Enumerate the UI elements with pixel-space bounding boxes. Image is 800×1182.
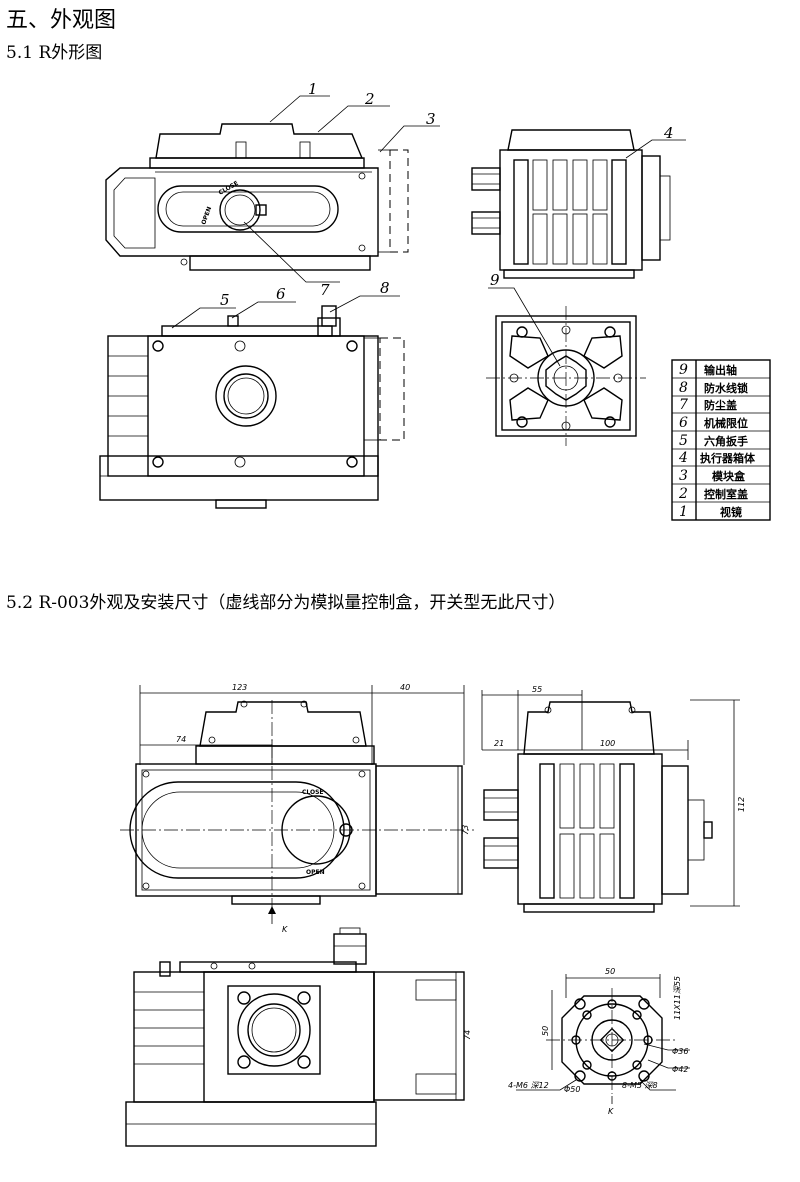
section-title: 五、外观图 — [6, 8, 117, 33]
legend-name-5: 六角扳手 — [704, 434, 748, 448]
legend-name-1: 视镜 — [720, 505, 742, 519]
dim-50-top: 50 — [605, 967, 615, 976]
dial-close-label: CLOSE — [302, 789, 324, 796]
legend-no-4: 4 — [678, 450, 688, 466]
view-k-detail-label: K — [608, 1107, 614, 1116]
callout-5: 5 — [220, 291, 230, 309]
legend-no-3: 3 — [679, 468, 688, 484]
callout-7: 7 — [320, 281, 330, 299]
dim-square-shaft: 11X11深55 — [673, 976, 682, 1020]
callout-leaders — [171, 95, 686, 367]
view-k-label: K — [282, 925, 288, 934]
dim-8m5: 8-M5 深8 — [622, 1081, 658, 1090]
dim-40: 40 — [400, 683, 410, 692]
callout-8: 8 — [380, 279, 390, 297]
dim-55: 55 — [532, 685, 542, 694]
legend-name-8: 防水线锁 — [704, 381, 748, 395]
legend-name-7: 防尘盖 — [704, 398, 737, 412]
dim-100: 100 — [600, 739, 615, 748]
dim-123: 123 — [232, 683, 247, 692]
callout-1: 1 — [308, 80, 318, 98]
dim-74-top: 74 — [463, 1030, 472, 1040]
legend-no-1: 1 — [679, 504, 688, 520]
dim-d36: Φ36 — [672, 1047, 688, 1056]
callout-9: 9 — [490, 271, 500, 289]
legend-name-4: 执行器箱体 — [700, 451, 756, 465]
svg-text:OPEN: OPEN — [200, 206, 213, 226]
legend-name-2: 控制室盖 — [704, 487, 748, 501]
subsection-title-5-1: 5.1 R外形图 — [6, 43, 103, 63]
legend-no-5: 5 — [679, 433, 688, 449]
legend-no-6: 6 — [679, 415, 688, 431]
callout-3: 3 — [426, 110, 436, 128]
top-view-c — [99, 305, 405, 509]
dim-side-view — [481, 690, 740, 913]
dial-open-label: OPEN — [306, 869, 325, 876]
callout-2: 2 — [364, 90, 375, 108]
dim-73: 73 — [461, 825, 470, 835]
dim-d42: Φ42 — [672, 1065, 688, 1074]
dim-50-side: 50 — [541, 1026, 550, 1036]
legend-name-9: 输出轴 — [704, 363, 737, 377]
front-view-a: OPEN CLOSE — [105, 123, 409, 271]
legend-no-7: 7 — [679, 397, 688, 413]
dim-front-view — [120, 685, 474, 924]
dim-4m6: 4-M6 深12 — [508, 1081, 549, 1090]
bottom-view-d — [486, 306, 646, 446]
legend-name-3: 模块盒 — [712, 469, 746, 483]
side-view-b — [471, 129, 671, 279]
callout-4: 4 — [663, 124, 674, 142]
dim-d50: Φ50 — [564, 1085, 580, 1094]
parts-legend-table — [671, 359, 771, 521]
legend-name-6: 机械限位 — [704, 416, 748, 430]
dim-74: 74 — [176, 735, 186, 744]
dim-top-view — [125, 927, 465, 1147]
dim-flange-detail — [516, 974, 690, 1104]
subsection-title-5-2: 5.2 R-003外观及安装尺寸（虚线部分为模拟量控制盒，开关型无此尺寸） — [6, 593, 566, 613]
callout-6: 6 — [276, 285, 286, 303]
legend-no-8: 8 — [679, 380, 688, 396]
legend-no-2: 2 — [678, 486, 688, 502]
dim-112: 112 — [737, 797, 746, 812]
legend-no-9: 9 — [679, 362, 688, 378]
dim-21: 21 — [494, 739, 504, 748]
